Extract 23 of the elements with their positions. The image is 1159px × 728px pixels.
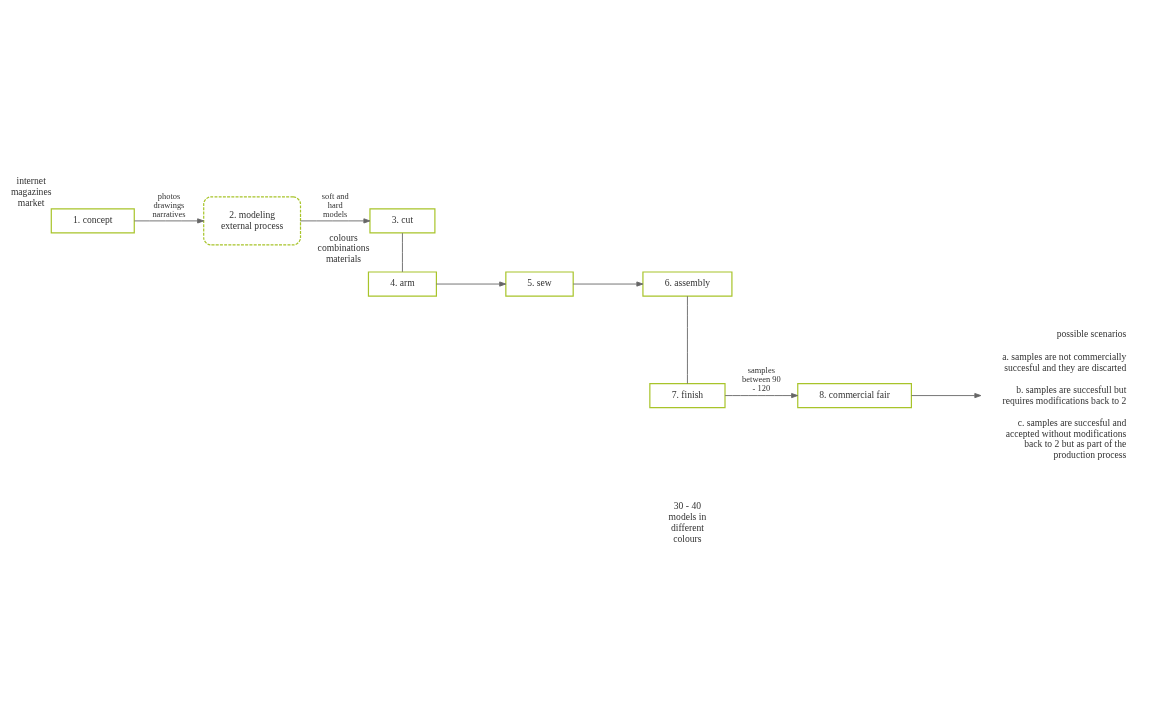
arrow <box>436 281 507 287</box>
arrow <box>911 393 982 399</box>
node-box: 3. cut <box>369 208 436 234</box>
node-text: possible scenarios a. samples are not commercially succesful and they are discarted b. samples are succesfull but requires modifications back to 2 c. samples are succesful and accepted without modifications back to 2 but as part of the production process <box>1002 328 1127 461</box>
edge-label: photos drawings narratives <box>152 191 186 219</box>
node-box: 5. sew <box>505 271 574 297</box>
arrow <box>572 281 644 287</box>
node-box: 7. finish <box>649 382 726 409</box>
arrow <box>300 218 371 224</box>
node-box: 1. concept <box>50 208 135 234</box>
node-label: colours combinations materials <box>317 231 370 265</box>
arrow <box>724 393 799 399</box>
arrow <box>134 218 205 224</box>
node-box: 2. modeling external process <box>203 196 302 246</box>
node-box: 4. arm <box>367 271 437 297</box>
node-label: internet magazines market <box>10 175 52 208</box>
label: 30 - 40 models in different colours <box>668 500 707 544</box>
connector <box>402 232 403 273</box>
node-box: 8. commercial fair <box>797 382 912 409</box>
edge-label: samples between 90 - 120 <box>742 366 781 394</box>
connector <box>686 295 688 384</box>
node-box: 6. assembly <box>642 271 733 297</box>
edge-label: soft and hard models <box>321 191 349 219</box>
